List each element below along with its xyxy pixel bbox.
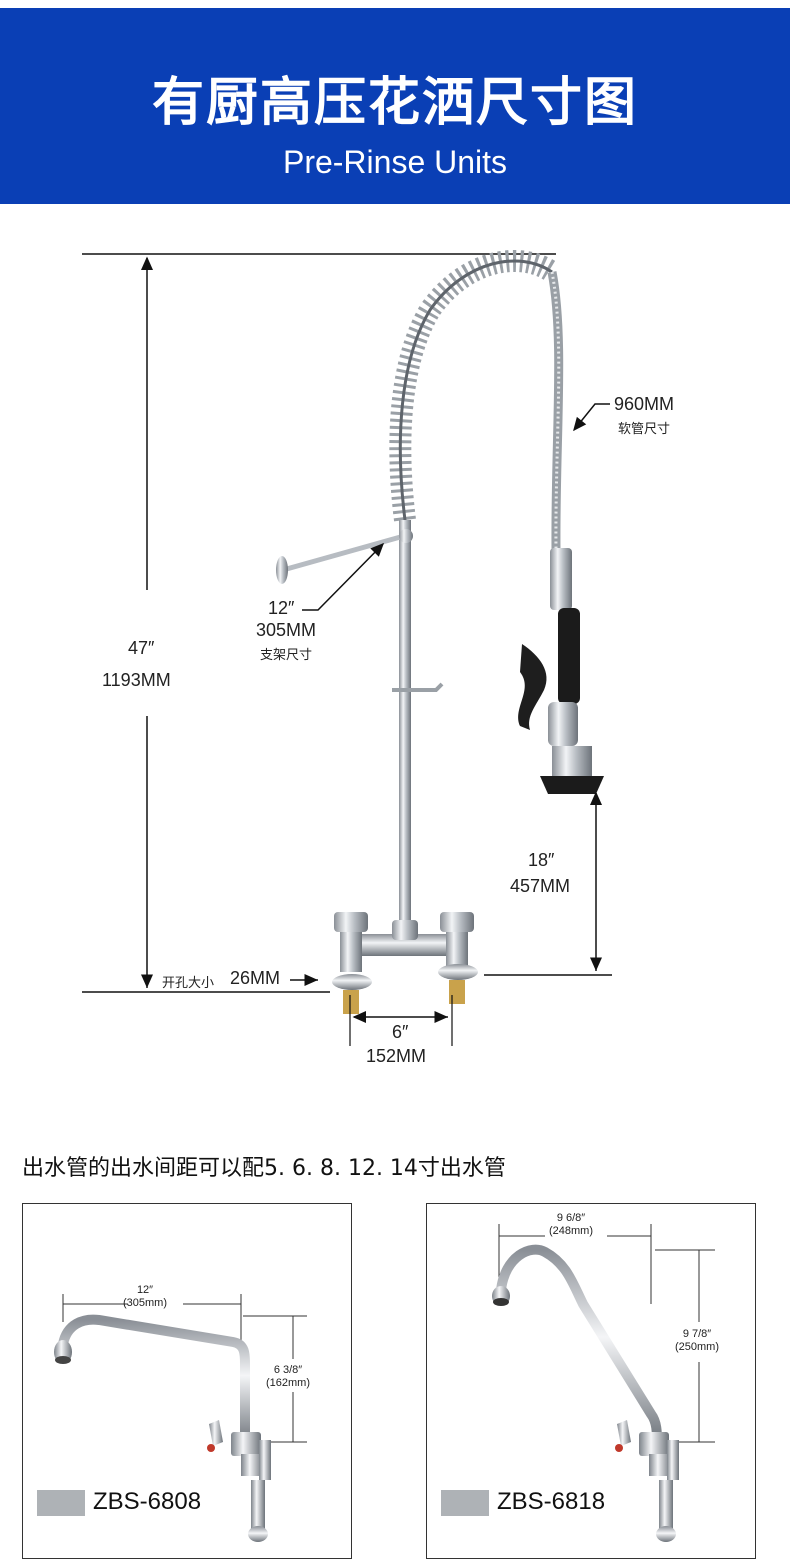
spout-options-title: 出水管的出水间距可以配5. 6. 8. 12. 14寸出水管	[22, 1156, 506, 1181]
height-dimension: 6 3/8″ (162mm)	[266, 1364, 310, 1390]
hole-mm-label: 26MM	[230, 968, 281, 988]
page-subtitle: Pre-Rinse Units	[282, 144, 508, 180]
height-inch-label: 47″	[128, 638, 155, 658]
faucet-illustration	[82, 250, 612, 1046]
height-mm: (162mm)	[266, 1377, 311, 1389]
product-card-zbs-6808: 12″ (305mm) 6 3/8″ (162mm) ZBS-6808	[22, 1203, 352, 1559]
model-number: ZBS-6808	[93, 1488, 202, 1515]
header-banner: 有厨高压花洒尺寸图 Pre-Rinse Units	[0, 8, 790, 204]
spacing-mm-label: 152MM	[366, 1046, 427, 1066]
spray-inch-label: 18″	[528, 850, 555, 870]
bracket-mm-label: 305MM	[256, 620, 317, 640]
width-inch: 12″	[136, 1284, 154, 1296]
color-swatch	[37, 1490, 85, 1516]
width-inch: 9 6/8″	[556, 1212, 586, 1224]
color-swatch	[441, 1490, 489, 1516]
left-handle	[332, 912, 372, 1014]
height-dimension: 9 7/8″ (250mm)	[675, 1328, 719, 1354]
width-dimension: 9 6/8″ (248mm)	[549, 1212, 593, 1238]
bracket-inch-label: 12″	[268, 598, 295, 618]
height-mm-label: 1193MM	[102, 670, 171, 690]
height-inch: 9 7/8″	[682, 1328, 712, 1340]
height-mm: (250mm)	[675, 1341, 720, 1353]
hole-caption: 开孔大小	[162, 975, 215, 990]
spout-illustration-6808	[54, 1294, 307, 1542]
hose-caption: 软管尺寸	[618, 421, 671, 436]
page-title: 有厨高压花洒尺寸图	[151, 73, 638, 133]
product-card-zbs-6818: 9 6/8″ (248mm) 9 7/8″ (250mm) ZBS-6818	[426, 1203, 756, 1559]
spring-coil	[389, 250, 559, 522]
faucet-dimension-diagram: 47″ 1193MM 960MM 软管尺寸 12″ 305MM 支架尺寸 18″…	[0, 220, 790, 1100]
hose-mm-label: 960MM	[614, 394, 675, 414]
model-number: ZBS-6818	[497, 1488, 606, 1515]
bracket-caption: 支架尺寸	[260, 647, 313, 662]
right-handle	[438, 912, 478, 1004]
width-mm: (305mm)	[123, 1297, 168, 1309]
spray-mm-label: 457MM	[510, 876, 571, 896]
spacing-inch-label: 6″	[392, 1022, 409, 1042]
width-mm: (248mm)	[549, 1225, 594, 1237]
width-dimension: 12″ (305mm)	[123, 1284, 167, 1310]
height-inch: 6 3/8″	[273, 1364, 303, 1376]
spout-illustration-6818	[492, 1224, 715, 1542]
